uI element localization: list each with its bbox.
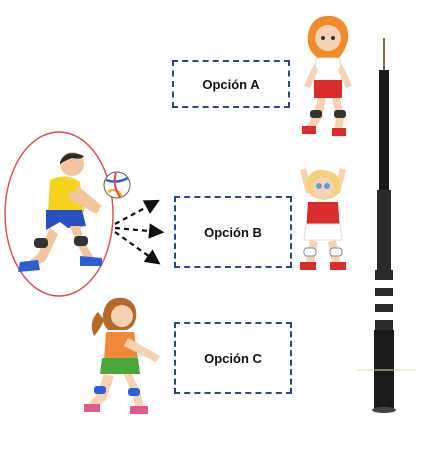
arrow-down [114, 231, 161, 265]
player-boy-illustration [18, 152, 102, 272]
option-b-label: Opción B [204, 224, 262, 240]
option-c-label: Opción C [204, 350, 262, 366]
option-a-box[interactable]: Opción A [172, 60, 290, 108]
option-b-box[interactable]: Opción B [174, 196, 292, 268]
volleyball-icon [103, 171, 131, 199]
arrow-middle [114, 223, 165, 239]
player-c-illustration [84, 297, 160, 414]
player-b-illustration [300, 168, 346, 270]
net-pole-illustration [356, 38, 416, 413]
option-a-label: Opción A [202, 76, 260, 92]
option-c-box[interactable]: Opción C [174, 322, 292, 394]
player-a-illustration [302, 15, 352, 136]
arrow-up [114, 199, 160, 225]
